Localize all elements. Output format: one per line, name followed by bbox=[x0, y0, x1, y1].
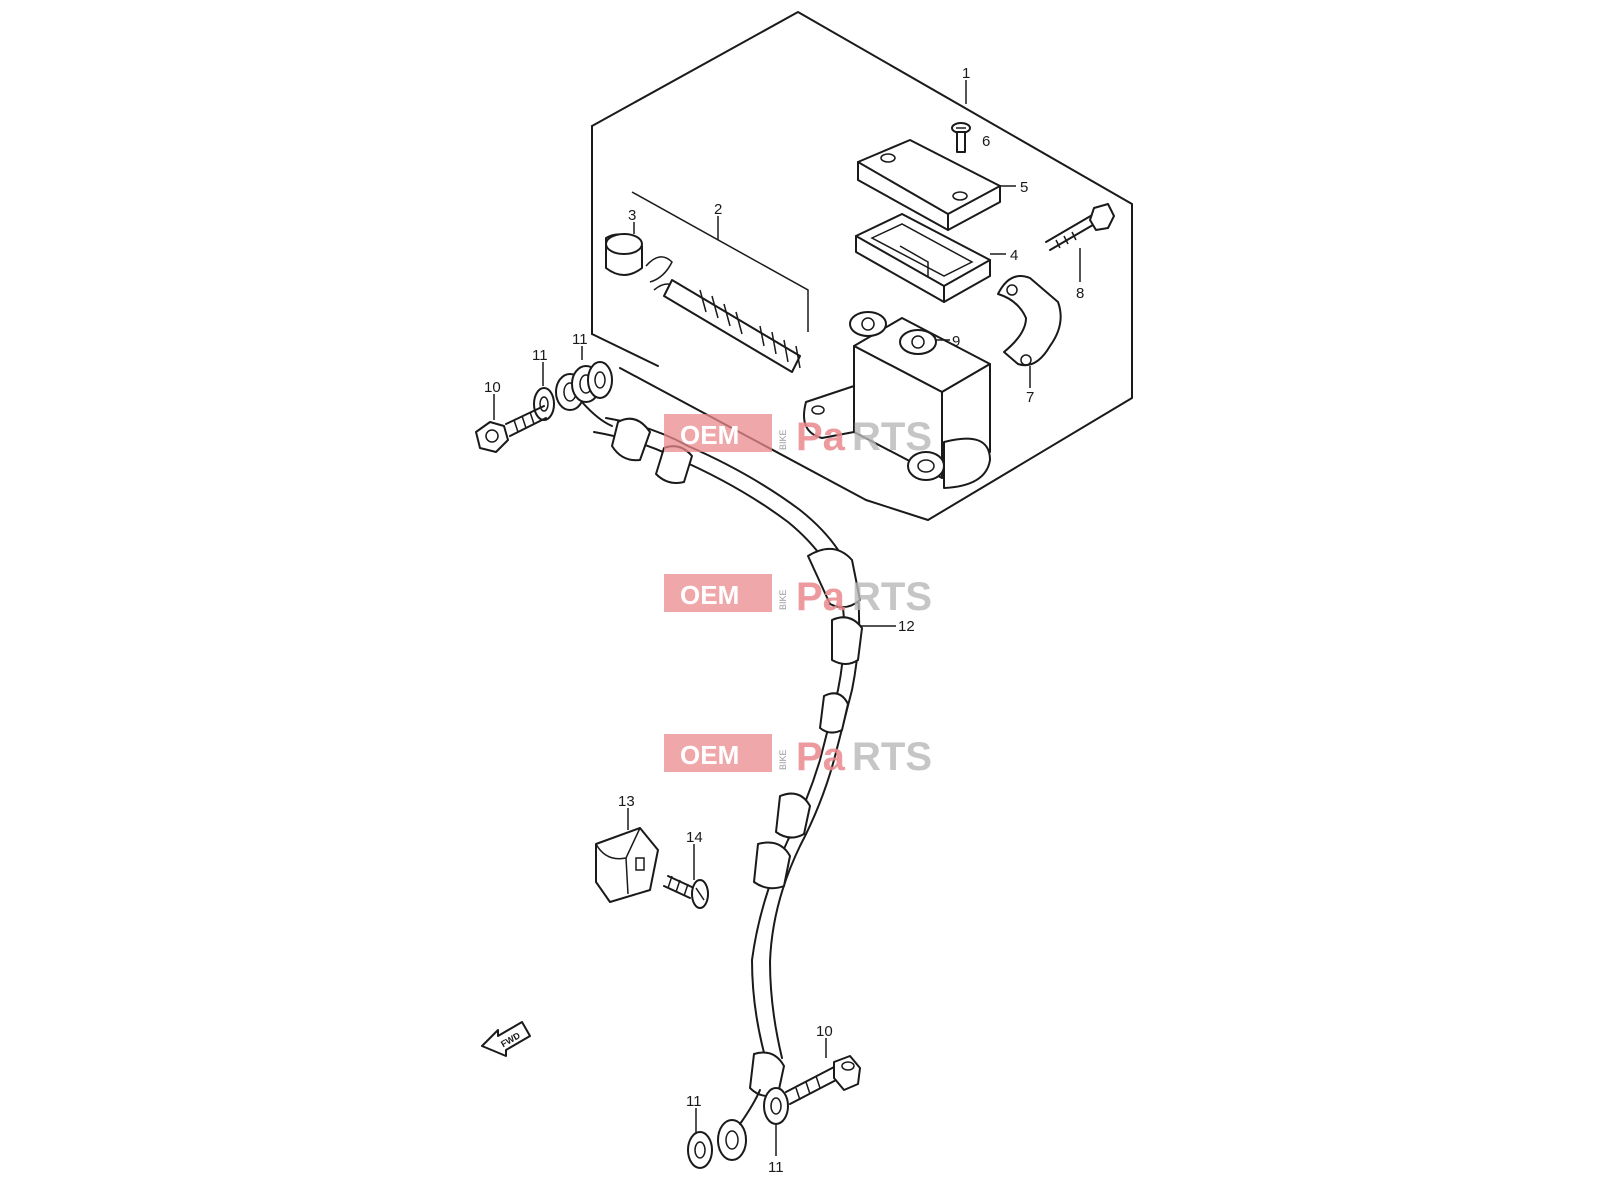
upper-banjo-bolt[interactable] bbox=[475, 405, 547, 453]
callout-11-top-b: 11 bbox=[572, 331, 588, 348]
reservoir-cap[interactable] bbox=[857, 139, 1001, 231]
callout-8: 8 bbox=[1076, 285, 1084, 302]
callout-3: 3 bbox=[628, 207, 636, 224]
watermark-pa: Pa bbox=[796, 575, 846, 619]
watermark-bike: BIKE bbox=[778, 749, 788, 770]
upper-washers[interactable] bbox=[533, 361, 613, 421]
callout-1: 1 bbox=[962, 65, 970, 82]
callout-11-bottom-b: 11 bbox=[768, 1159, 784, 1176]
callout-11-bottom-a: 11 bbox=[686, 1093, 702, 1110]
watermark-2: OEM BIKE Pa RTS bbox=[664, 574, 932, 619]
watermark-1: OEM BIKE Pa RTS bbox=[664, 414, 932, 459]
callout-13: 13 bbox=[618, 793, 635, 810]
fwd-arrow-icon: FWD bbox=[481, 1021, 531, 1057]
watermark-oem: OEM bbox=[680, 420, 739, 450]
watermark-oem: OEM bbox=[680, 740, 739, 770]
master-cylinder-body[interactable] bbox=[803, 311, 991, 489]
callout-4: 4 bbox=[1010, 247, 1018, 264]
callout-9: 9 bbox=[952, 333, 960, 350]
callout-11-top-a: 11 bbox=[532, 347, 548, 364]
handlebar-clamp[interactable] bbox=[997, 275, 1062, 367]
lower-banjo-fitting[interactable] bbox=[717, 1089, 761, 1161]
callout-7: 7 bbox=[1026, 389, 1034, 406]
callout-6: 6 bbox=[982, 133, 990, 150]
hose-clamp[interactable] bbox=[595, 827, 659, 903]
watermark-bike: BIKE bbox=[778, 429, 788, 450]
clamp-screw[interactable] bbox=[663, 875, 709, 909]
piston-assembly[interactable] bbox=[605, 233, 801, 373]
watermark-pa: Pa bbox=[796, 415, 846, 459]
leader-lines bbox=[493, 80, 1081, 1156]
callout-14: 14 bbox=[686, 829, 703, 846]
lower-washers[interactable] bbox=[687, 1087, 789, 1169]
lower-banjo-bolt[interactable] bbox=[785, 1055, 861, 1105]
callout-5: 5 bbox=[1020, 179, 1028, 196]
callout-10-top: 10 bbox=[484, 379, 501, 396]
watermark-oem: OEM bbox=[680, 580, 739, 610]
brake-hose[interactable] bbox=[593, 417, 863, 1097]
watermark-rts: RTS bbox=[852, 735, 932, 779]
callout-2: 2 bbox=[714, 201, 722, 218]
callout-10-bottom: 10 bbox=[816, 1023, 833, 1040]
watermark-bike: BIKE bbox=[778, 589, 788, 610]
callout-12: 12 bbox=[898, 618, 915, 635]
watermark-3: OEM BIKE Pa RTS bbox=[664, 734, 932, 779]
cap-screw[interactable] bbox=[951, 122, 971, 153]
watermark-rts: RTS bbox=[852, 415, 932, 459]
piston-kit-bracket bbox=[631, 191, 809, 332]
diaphragm[interactable] bbox=[855, 213, 991, 303]
watermark-rts: RTS bbox=[852, 575, 932, 619]
watermark-pa: Pa bbox=[796, 735, 846, 779]
clamp-bolt[interactable] bbox=[1045, 203, 1115, 251]
